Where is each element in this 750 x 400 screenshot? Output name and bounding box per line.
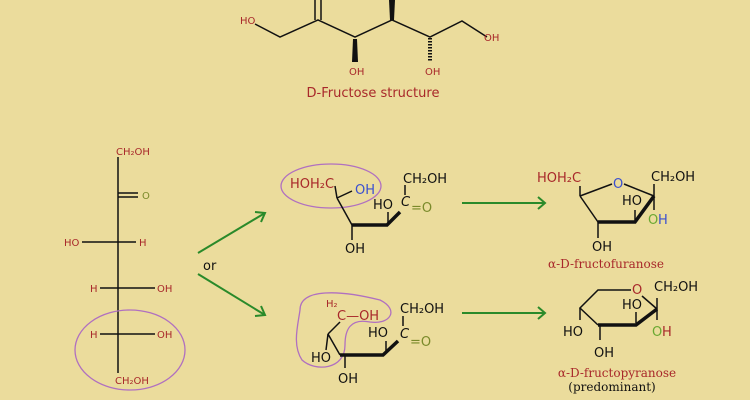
fischer-projection: CH₂OH O HO H H OH H OH CH₂OH bbox=[64, 147, 186, 391]
oh-label: OH bbox=[355, 183, 375, 198]
ring-oxygen-label: O bbox=[613, 177, 623, 192]
hoh2c-label: HOH₂C bbox=[290, 177, 334, 192]
c-label: C bbox=[401, 195, 411, 210]
ch2oh-label: CH₂OH bbox=[651, 170, 695, 185]
carbonyl-o-label: O bbox=[142, 191, 150, 202]
open-chain-furanose-precursor: HOH₂C OH HO CH₂OH C =O OH bbox=[280, 163, 447, 257]
ho-label: HO bbox=[622, 194, 642, 209]
oh-label: OH bbox=[338, 372, 358, 387]
ch2oh-label: CH₂OH bbox=[654, 280, 698, 295]
predominant-note: (predominant) bbox=[568, 380, 655, 394]
hoh2c-label: HOH₂C bbox=[537, 171, 581, 186]
highlight-loop bbox=[295, 292, 392, 368]
anomeric-h-label: H bbox=[662, 325, 672, 340]
oh-label: OH bbox=[349, 67, 364, 78]
oh-label: OH bbox=[484, 33, 499, 44]
ch2oh-label: CH₂OH bbox=[403, 172, 447, 187]
oh-label: OH bbox=[425, 67, 440, 78]
alpha-d-fructofuranose: HOH₂C O CH₂OH HO O H OH α-D-fructofurano… bbox=[537, 170, 695, 271]
anomeric-o-label: O bbox=[652, 325, 662, 340]
d-fructose-skeletal-structure: HO OH OH OH D-Fructose structure bbox=[240, 0, 499, 101]
ch2oh-label: CH₂OH bbox=[400, 302, 444, 317]
alpha-d-fructopyranose: O CH₂OH HO HO O H OH α-D-fructopyranose … bbox=[558, 280, 698, 394]
ho-label: HO bbox=[368, 326, 388, 341]
ring-oxygen-label: O bbox=[632, 283, 642, 298]
furanose-name: α-D-fructofuranose bbox=[548, 257, 664, 271]
oh-label: OH bbox=[157, 330, 172, 341]
ho-label: HO bbox=[311, 351, 331, 366]
oh-label: OH bbox=[345, 242, 365, 257]
oh-label: OH bbox=[594, 346, 614, 361]
structure-caption: D-Fructose structure bbox=[307, 86, 440, 101]
h2-label: H₂ bbox=[326, 299, 338, 310]
ho-label: HO bbox=[240, 16, 256, 27]
h-label: H bbox=[139, 238, 147, 249]
c-label: C bbox=[400, 327, 410, 342]
open-chain-pyranose-precursor: H₂ C—OH HO HO CH₂OH C =O OH bbox=[295, 292, 444, 387]
highlight-ellipse bbox=[74, 309, 186, 391]
carbonyl-o-label: =O bbox=[411, 201, 432, 216]
c-oh-label: C—OH bbox=[337, 309, 379, 324]
oh-label: OH bbox=[157, 284, 172, 295]
anomeric-o-label: O bbox=[648, 213, 658, 228]
h-label: H bbox=[90, 330, 98, 341]
ch2oh-label: CH₂OH bbox=[116, 147, 150, 158]
ho-label: HO bbox=[622, 298, 642, 313]
pyranose-name: α-D-fructopyranose bbox=[558, 366, 676, 380]
anomeric-h-label: H bbox=[658, 213, 668, 228]
highlight-ellipse bbox=[280, 163, 382, 209]
ho-label: HO bbox=[373, 198, 393, 213]
carbonyl-o-label: =O bbox=[410, 335, 431, 350]
oh-label: OH bbox=[592, 240, 612, 255]
h-label: H bbox=[90, 284, 98, 295]
reaction-arrows bbox=[197, 196, 547, 320]
ch2oh-label: CH₂OH bbox=[115, 376, 149, 387]
ho-label: HO bbox=[64, 238, 80, 249]
ho-label: HO bbox=[563, 325, 583, 340]
or-label: or bbox=[203, 259, 217, 274]
